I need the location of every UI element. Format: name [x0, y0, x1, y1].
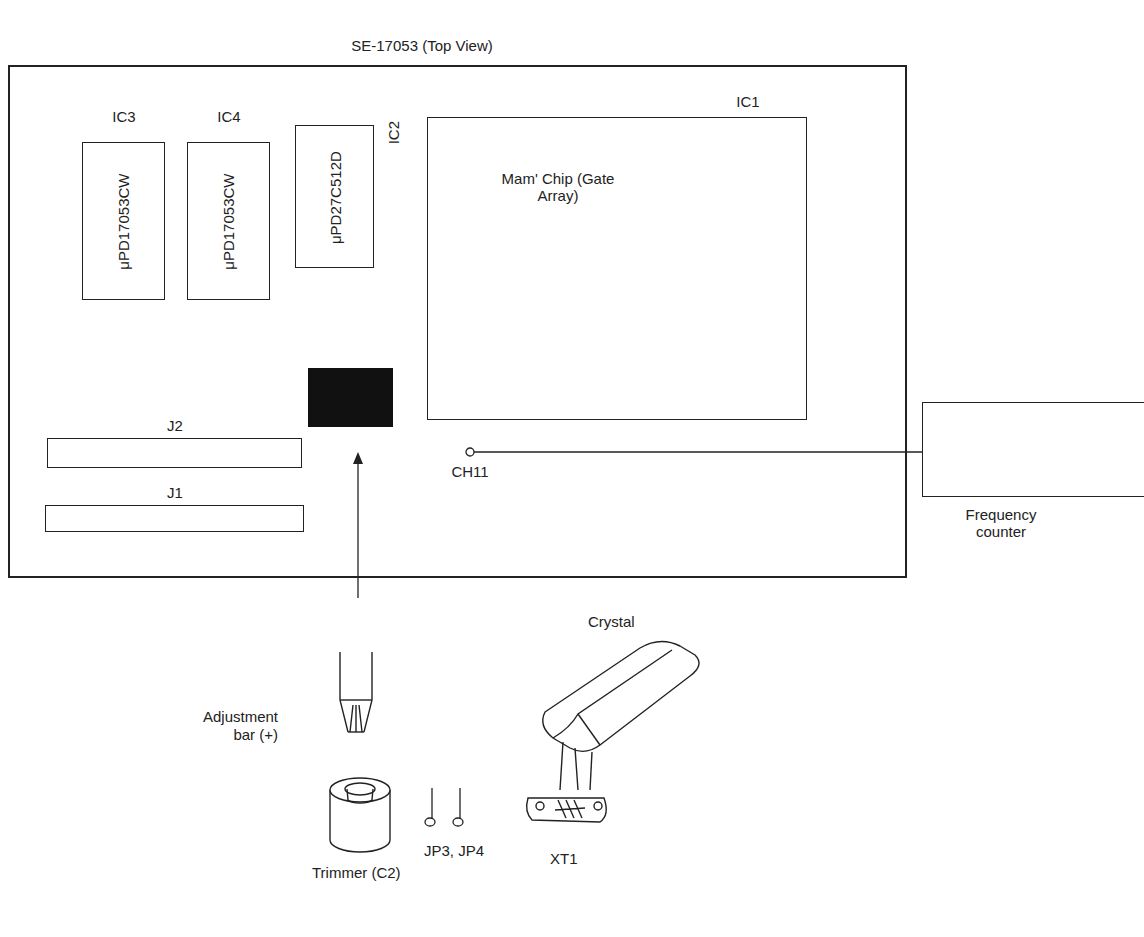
probe-wire — [474, 451, 922, 452]
part-number: μPD17053CW — [221, 174, 238, 270]
circuit-board: SE-17053 (Top View)IC3μPD17053CWIC4μPD17… — [8, 65, 907, 578]
chip-box: J2 — [47, 438, 302, 468]
part-label: Frequency counter — [956, 506, 1046, 541]
test-point-circle — [465, 447, 475, 457]
arrow-head — [353, 452, 363, 464]
chip-box: IC3μPD17053CW — [82, 142, 165, 300]
xt1-socket — [527, 798, 607, 822]
trimmer — [330, 778, 390, 852]
part-label: IC4 — [217, 108, 240, 125]
chip-box: IC4μPD17053CW — [187, 142, 270, 300]
part-label: Adjustment bar (+) — [188, 708, 278, 744]
instrument-box: Frequency counter — [922, 402, 1144, 497]
part-label: J1 — [167, 484, 183, 501]
part-label: IC2 — [385, 121, 402, 144]
part-label: IC3 — [112, 108, 135, 125]
part-label: Mam' Chip (Gate Array) — [488, 170, 628, 205]
part-label: Crystal — [588, 613, 635, 631]
test-point: CH11 — [465, 447, 475, 457]
crystal — [543, 641, 699, 790]
chip-box: J1 — [45, 505, 304, 532]
part-label: JP3, JP4 — [424, 842, 484, 860]
chip-box: μPD27C512DIC2 — [295, 125, 374, 268]
adjustment-bar — [340, 652, 372, 732]
jumper-pins — [425, 788, 463, 826]
part-label: IC1 — [736, 93, 759, 110]
part-label: Trimmer (C2) — [312, 864, 401, 882]
part-label: CH11 — [451, 463, 488, 480]
board-title: SE-17053 (Top View) — [351, 37, 492, 54]
part-label: J2 — [167, 417, 183, 434]
black-component — [308, 368, 393, 427]
part-number: μPD27C512D — [327, 151, 344, 244]
part-label: XT1 — [550, 850, 578, 868]
part-number: μPD17053CW — [116, 174, 133, 270]
chip-box: IC1Mam' Chip (Gate Array) — [427, 117, 807, 420]
